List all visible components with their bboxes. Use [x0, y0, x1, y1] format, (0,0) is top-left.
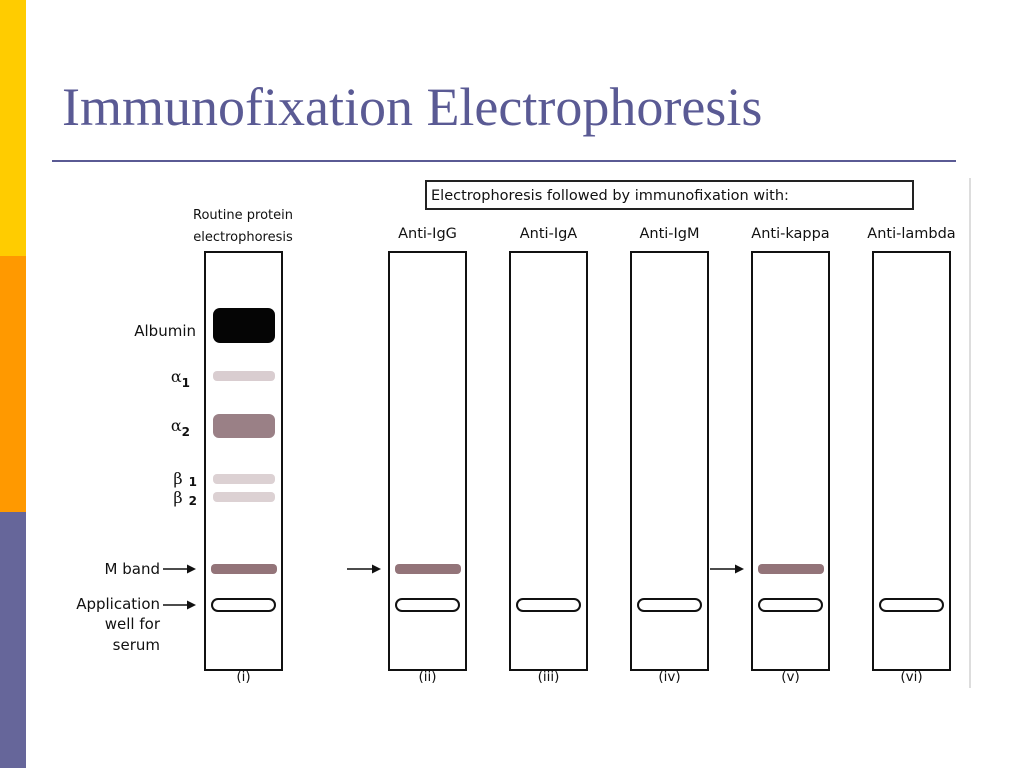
- band-albumin: [213, 308, 275, 343]
- accent-bar-purple: [0, 512, 26, 768]
- routine-label-line-1: Routine protein: [193, 208, 293, 223]
- lane-numeral-iii: (iii): [538, 669, 560, 685]
- header-box: [425, 180, 914, 210]
- lane-numeral-i: (i): [236, 669, 250, 685]
- accent-bar-yellow: [0, 0, 26, 256]
- application-well-ii: [395, 598, 460, 612]
- label-m-band: M band: [105, 560, 160, 578]
- accent-bar: [0, 0, 26, 768]
- application-well-iii: [516, 598, 581, 612]
- lane-label-iv: Anti-IgM: [639, 226, 699, 242]
- band-alpha1: [213, 371, 275, 381]
- band-m-ii: [395, 564, 461, 574]
- band-alpha2: [213, 414, 275, 438]
- band-beta1: [213, 474, 275, 484]
- arrow-head-ii: [372, 564, 381, 574]
- slide-title: Immunofixation Electrophoresis: [62, 77, 763, 137]
- application-well-vi: [879, 598, 944, 612]
- title-rule: [52, 160, 956, 162]
- band-beta2: [213, 492, 275, 502]
- accent-bar-orange: [0, 256, 26, 512]
- band-m-v: [758, 564, 824, 574]
- lane-label-v: Anti-kappa: [751, 226, 829, 242]
- lane-label-iii: Anti-IgA: [520, 226, 578, 242]
- band-m-i: [211, 564, 277, 574]
- header-box-text: Electrophoresis followed by immunofixati…: [431, 188, 789, 204]
- lane-label-vi: Anti-lambda: [867, 226, 955, 242]
- m-band-label-arrow: [163, 564, 196, 574]
- lane-numeral-v: (v): [781, 669, 800, 685]
- label-alpha2: α2: [171, 416, 190, 439]
- lane-numeral-ii: (ii): [418, 669, 436, 685]
- label-application-line-1: Application: [76, 595, 160, 613]
- label-albumin: Albumin: [134, 322, 196, 340]
- application-label-arrow: [163, 600, 196, 610]
- lanes: (i) Anti-IgG (ii) Anti-IgA (iii) Anti-IgM (iv)…: [204, 226, 956, 685]
- application-well-v: [758, 598, 823, 612]
- lane-numeral-iv: (iv): [658, 669, 680, 685]
- arrow-head-v: [735, 564, 744, 574]
- label-application-line-2: well for: [105, 615, 161, 633]
- label-alpha1: α1: [171, 367, 190, 390]
- lane-numeral-vi: (vi): [900, 669, 922, 685]
- label-application-line-3: serum: [113, 636, 160, 654]
- lane-label-ii: Anti-IgG: [398, 226, 457, 242]
- application-well-iv: [637, 598, 702, 612]
- application-well-i: [211, 598, 276, 612]
- routine-label-line-2: electrophoresis: [193, 230, 293, 245]
